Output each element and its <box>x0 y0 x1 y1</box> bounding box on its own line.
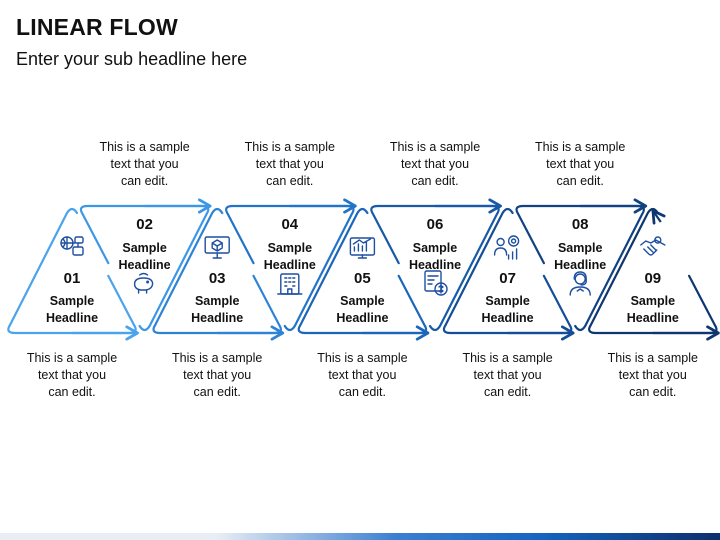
step-headline-line-1: Sample <box>558 241 603 255</box>
step-headline-line-1: Sample <box>50 294 95 308</box>
step-caption-06: This is a sample text that you can edit. <box>375 139 495 190</box>
step-headline-line-1: Sample <box>631 294 676 308</box>
step-headline-line-1: Sample <box>268 241 313 255</box>
caption-line: This is a sample <box>607 351 698 365</box>
step-caption-05: This is a sample text that you can edit. <box>302 350 422 401</box>
caption-line: can edit. <box>193 385 241 399</box>
step-number: 07 <box>499 270 516 287</box>
caption-line: This is a sample <box>172 351 263 365</box>
caption-line: This is a sample <box>389 140 481 154</box>
caption-line: text that you <box>328 368 397 382</box>
caption-line: can edit. <box>556 174 604 188</box>
caption-line: text that you <box>618 368 687 382</box>
step-number: 05 <box>354 270 371 287</box>
caption-line: can edit. <box>483 385 532 399</box>
caption-line: This is a sample <box>462 351 553 365</box>
step-number: 09 <box>644 270 661 287</box>
caption-line: text that you <box>546 157 615 171</box>
page-subtitle: Enter your sub headline here <box>16 49 248 69</box>
step-caption-08: This is a sample text that you can edit. <box>520 139 640 190</box>
step-headline-line-2: Headline <box>264 258 316 272</box>
step-headline-line-1: Sample <box>195 294 240 308</box>
step-number: 02 <box>136 216 153 233</box>
caption-line: can edit. <box>629 385 677 399</box>
flow-end-arrow <box>651 209 666 225</box>
step-number: 08 <box>572 216 589 233</box>
caption-line: This is a sample <box>535 140 626 154</box>
step-headline-line-1: Sample <box>413 241 458 255</box>
step-headline-line-1: Sample <box>122 241 167 255</box>
caption-line: This is a sample <box>317 351 408 365</box>
step-number: 04 <box>281 216 298 233</box>
piggy-bank-icon <box>133 272 154 294</box>
step-headline-line-2: Headline <box>119 258 171 272</box>
step-number: 01 <box>64 270 81 287</box>
caption-line: text that you <box>255 157 324 171</box>
step-headline-line-1: Sample <box>340 294 385 308</box>
building-icon <box>277 273 303 295</box>
step-caption-09: This is a sample text that you can edit. <box>593 350 713 401</box>
step-headline-line-2: Headline <box>554 258 606 272</box>
finance-report-icon <box>424 270 448 296</box>
bottom-accent-bar <box>0 533 720 540</box>
step-caption-02: This is a sample text that you can edit. <box>85 139 205 190</box>
caption-line: text that you <box>37 368 107 382</box>
caption-line: can edit. <box>48 385 96 399</box>
page-title: LINEAR FLOW <box>16 14 178 40</box>
step-caption-07: This is a sample text that you can edit. <box>448 350 568 401</box>
caption-line: This is a sample <box>99 140 190 154</box>
caption-line: text that you <box>183 368 252 382</box>
person-growth-icon <box>493 235 520 260</box>
monitor-cube-icon <box>204 236 230 259</box>
step-caption-01: This is a sample text that you can edit. <box>12 350 132 401</box>
step-number: 03 <box>209 270 226 287</box>
step-headline-line-2: Headline <box>336 311 388 325</box>
network-icon <box>60 236 84 256</box>
chart-board-icon <box>349 237 376 259</box>
step-number: 06 <box>427 216 444 233</box>
step-caption-04: This is a sample text that you can edit. <box>230 139 350 190</box>
caption-line: text that you <box>110 157 179 171</box>
caption-line: This is a sample <box>244 140 335 154</box>
support-agent-icon <box>569 271 591 296</box>
caption-line: text that you <box>473 368 542 382</box>
caption-line: can edit. <box>120 174 169 188</box>
caption-line: text that you <box>400 157 470 171</box>
caption-line: can edit. <box>338 385 387 399</box>
step-caption-03: This is a sample text that you can edit. <box>157 350 277 401</box>
step-headline-line-2: Headline <box>46 311 98 325</box>
step-headline-line-2: Headline <box>409 258 461 272</box>
step-headline-line-2: Headline <box>191 311 243 325</box>
caption-line: This is a sample <box>26 351 118 365</box>
caption-line: can edit. <box>411 174 459 188</box>
step-headline-line-2: Headline <box>627 311 679 325</box>
step-headline-line-2: Headline <box>482 311 534 325</box>
handshake-icon <box>640 236 666 256</box>
caption-line: can edit. <box>266 174 314 188</box>
step-headline-line-1: Sample <box>485 294 530 308</box>
